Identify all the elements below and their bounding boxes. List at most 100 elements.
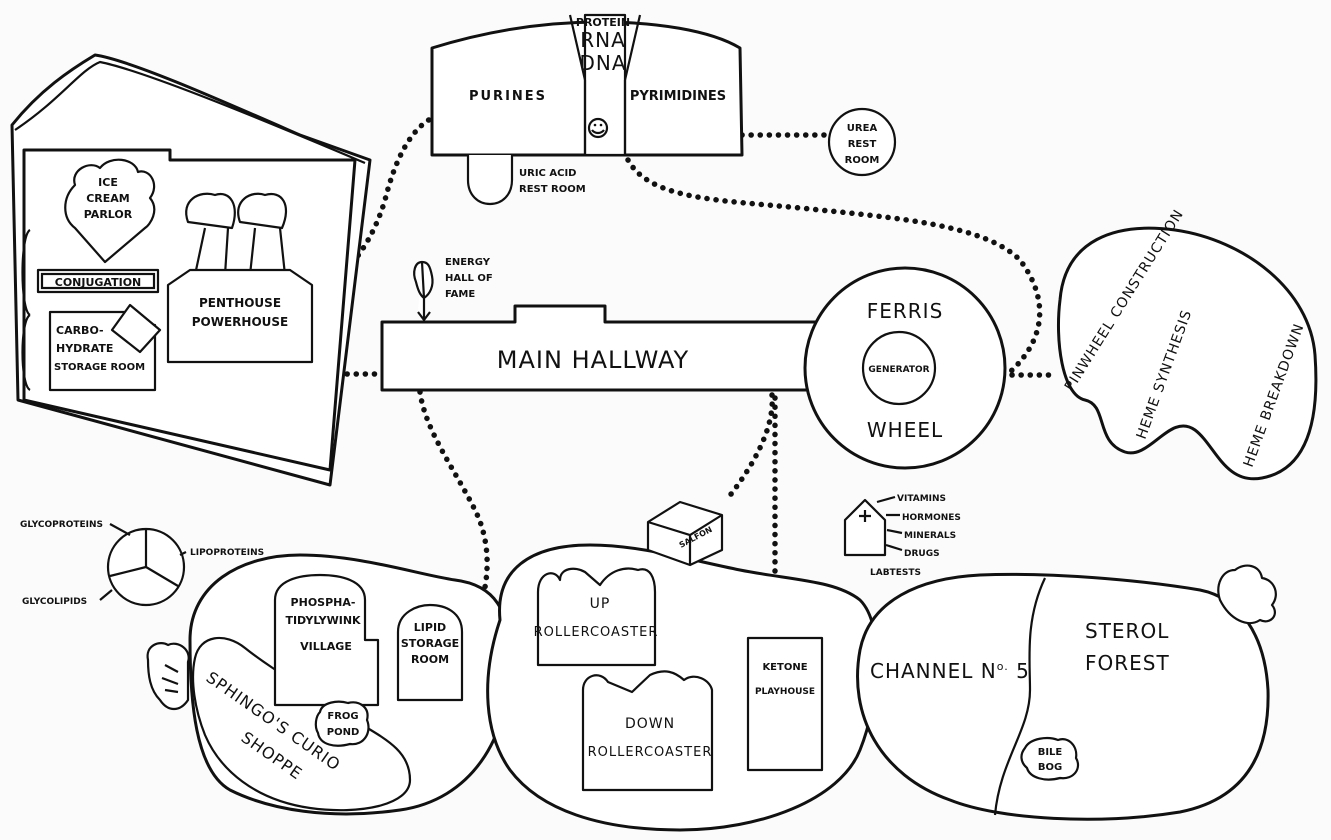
sterol-divider (993, 577, 1046, 816)
lipid-blob: PHOSPHA- TIDYLYWINK VILLAGE LIPID STORAG… (146, 553, 512, 816)
pyrimidines-label: PYRIMIDINES (630, 89, 726, 104)
penthouse-label-1: PENTHOUSE (199, 296, 281, 310)
cake-frosting (14, 60, 366, 165)
powerhouse-chimney-left (193, 227, 230, 276)
lipid-label-1: LIPID (414, 621, 446, 634)
glycolipids-label: GLYCOLIPIDS (22, 597, 87, 607)
nucleic-acid-building: PROTEIN RNA DNA PURINES PYRIMIDINES URIC… (430, 13, 744, 206)
protein-label: PROTEIN (576, 16, 630, 29)
urea-label-1: UREA (847, 123, 878, 134)
heme-blob: PINWHEEL CONSTRUCTION HEME SYNTHESIS HEM… (1056, 207, 1318, 481)
urea-label-3: ROOM (845, 155, 880, 166)
sterol-bow (1217, 564, 1277, 625)
sterol-blob-outline (856, 572, 1270, 821)
bile-label-2: BOG (1038, 762, 1062, 773)
main-hallway-group: MAIN HALLWAY FERRIS WHEEL GENERATOR (380, 266, 1007, 470)
wheel-label: WHEEL (867, 418, 943, 442)
glycolipids-pointer (99, 589, 113, 601)
generator (861, 330, 937, 406)
urea-rest-room: UREA REST ROOM (827, 107, 897, 177)
rna-label: RNA (580, 28, 626, 52)
powerhouse-cloud-left (185, 192, 236, 230)
ketone-playhouse (746, 636, 824, 772)
ferris-label: FERRIS (867, 299, 944, 323)
down-label-1: DOWN (625, 716, 675, 732)
ketone-label-1: KETONE (762, 662, 807, 673)
uric-acid-rest-room (466, 155, 514, 206)
conjugation-box (36, 268, 160, 294)
ice-cream-label-3: PARLOR (84, 208, 133, 221)
carbohydrate-storage-crate (110, 303, 162, 354)
smiley-eye-right (599, 123, 603, 127)
down-rollercoaster (581, 670, 714, 792)
lipid-storage-room (396, 603, 464, 702)
heme-blob-outline (1056, 226, 1318, 481)
sphingo-bow (146, 642, 190, 711)
urea-label-2: REST (848, 139, 877, 150)
main-hallway (380, 304, 832, 392)
vitamins-label: VITAMINS (897, 494, 946, 504)
energy-hall-of-fame: ENERGY HALL OF FAME (413, 257, 493, 322)
frog-label-1: FROG (327, 711, 358, 722)
vitamins-house-shape (843, 498, 887, 557)
up-label-2: ROLLERCOASTER (534, 625, 659, 640)
cake-bracket-left (21, 229, 31, 391)
ice-cream-parlor (64, 158, 156, 264)
lipoproteins-label: LIPOPROTEINS (190, 548, 264, 558)
phospha-label-3: VILLAGE (300, 640, 352, 653)
ice-cream-label-1: ICE (98, 176, 118, 189)
medical-cross-icon (859, 510, 871, 522)
carbo-label-1: CARBO- (56, 324, 104, 337)
energy-hall-of-fame-icon (413, 260, 434, 322)
powerhouse-cloud-right (237, 192, 288, 230)
powerhouse-chimney-right (248, 227, 287, 276)
smiley-eye-left (593, 123, 597, 127)
carbo-label-3: STORAGE ROOM (54, 362, 145, 373)
drugs-label: DRUGS (904, 549, 940, 559)
conjugation-box-inner (40, 272, 156, 290)
penthouse-label-2: POWERHOUSE (192, 315, 289, 329)
generator-label: GENERATOR (868, 365, 929, 375)
smiley-face-icon (587, 117, 609, 139)
cake-slice: ICE CREAM PARLOR CONJUGATION CARBO- HYDR… (10, 53, 372, 487)
rollercoaster-blob: UP ROLLERCOASTER DOWN ROLLERCOASTER KETO… (486, 543, 879, 832)
channel-label: CHANNEL No. 5 (870, 659, 1030, 683)
conjugation-label: CONJUGATION (55, 276, 142, 289)
main-hallway-label: MAIN HALLWAY (497, 346, 689, 374)
labtests-label: LABTESTS (870, 568, 921, 578)
sphingo-curio-shoppe (191, 636, 412, 812)
hallway-join-mask (820, 324, 840, 388)
energy-label-2: HALL OF (445, 273, 493, 284)
purines-label: PURINES (469, 89, 547, 104)
lipid-label-2: STORAGE (401, 637, 459, 650)
sphingo-bow-lines (161, 664, 179, 694)
frog-label-2: POND (327, 727, 360, 738)
frog-pond (314, 700, 370, 747)
lipid-label-3: ROOM (411, 653, 449, 666)
energy-label-1: ENERGY (445, 257, 491, 268)
vitamins-house: VITAMINS HORMONES MINERALS DRUGS LABTEST… (843, 494, 961, 578)
bile-bog (1020, 737, 1080, 781)
ice-cream-label-2: CREAM (86, 192, 130, 205)
uric-acid-label-1: URIC ACID (519, 168, 576, 179)
minerals-label: MINERALS (904, 531, 956, 541)
hormones-label: HORMONES (902, 513, 961, 523)
sterol-label-1: STEROL (1085, 619, 1169, 643)
path-pyrimidines-to-ferris (625, 157, 1043, 375)
energy-label-3: FAME (445, 289, 475, 300)
lipoproteins-pointer (179, 551, 187, 556)
up-label-1: UP (590, 596, 611, 612)
glycoproteins-label: GLYCOPROTEINS (20, 520, 103, 530)
path-hallway-to-salfon (725, 392, 775, 501)
sterol-blob: CHANNEL No. 5 STEROL FOREST BILE BOG (856, 564, 1277, 821)
sterol-label-2: FOREST (1085, 651, 1170, 675)
bile-label-1: BILE (1038, 747, 1063, 758)
phosphatidylwink-village (273, 573, 380, 707)
penthouse-powerhouse (166, 268, 314, 364)
carbo-label-2: HYDRATE (56, 342, 113, 355)
salfon-booth-edges (647, 514, 723, 565)
phospha-label-2: TIDYLYWINK (285, 614, 361, 627)
glyco-pie: GLYCOPROTEINS LIPOPROTEINS GLYCOLIPIDS (20, 520, 264, 607)
salfon-booth: SALFON (646, 500, 724, 567)
